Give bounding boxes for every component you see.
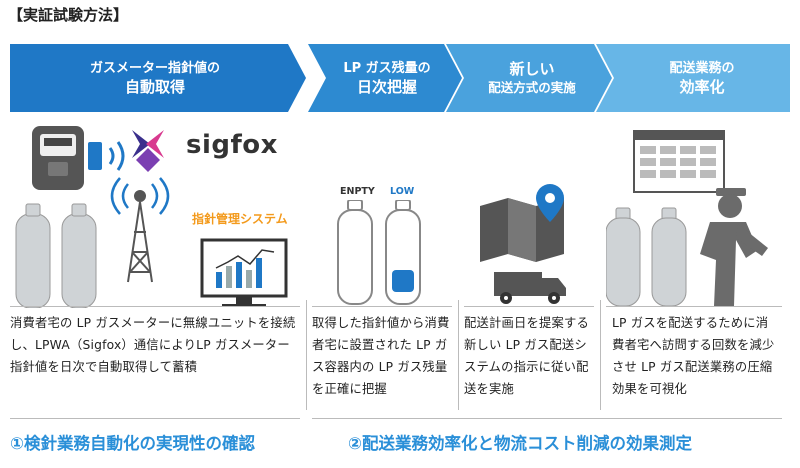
description-1: 消費者宅の LP ガスメーターに無線ユニットを接続し、LPWA（Sigfox）通… xyxy=(10,316,296,374)
step-3: 新しい 配送方式の実施 xyxy=(462,44,602,112)
gas-cylinder-icon xyxy=(15,203,97,308)
step4-arrow xyxy=(596,44,790,112)
divider xyxy=(10,306,300,307)
divider xyxy=(312,306,452,307)
map-icon xyxy=(480,198,564,262)
sigfox-logo-icon xyxy=(132,130,164,172)
wireless-unit-icon xyxy=(88,142,102,170)
page-title: 【実証試験方法】 xyxy=(8,6,129,24)
empty-label: ENPTY xyxy=(340,186,375,197)
meter-illustration xyxy=(15,126,288,308)
gas-meter-icon xyxy=(32,126,84,190)
divider xyxy=(606,306,782,307)
step-3-line1: 新しい xyxy=(509,60,555,78)
flow-arrows xyxy=(10,44,790,112)
step-4-line1: 配送業務の xyxy=(669,60,735,76)
sigfox-brand: sigfox xyxy=(186,130,278,160)
description-3: 配送計画日を提案する新しい LP ガス配送システムの指示に従い配送を実施 xyxy=(464,316,589,396)
gas-cylinder-icon xyxy=(606,207,687,306)
monitor-chart-icon xyxy=(200,238,288,307)
step3-arrow xyxy=(446,44,612,112)
empty-cylinder-icon xyxy=(337,200,373,305)
divider xyxy=(10,418,300,419)
efficiency-illustration xyxy=(606,130,768,306)
step-1: ガスメーター指針値の 自動取得 xyxy=(10,44,300,112)
step-2-line2: 日次把握 xyxy=(356,77,417,96)
step2-arrow xyxy=(308,44,462,112)
radio-tower-icon xyxy=(110,177,170,283)
divider xyxy=(600,300,601,410)
description-2: 取得した指針値から消費者宅に設置された LP ガス容器内の LP ガス残量を正確… xyxy=(312,316,450,396)
process-flow: ガスメーター指針値の 自動取得 LP ガス残量の 日次把握 新しい 配送方式の実… xyxy=(10,44,790,112)
step-2-line1: LP ガス残量の xyxy=(343,60,431,76)
outcome-2: ②配送業務効率化と物流コスト削減の効果測定 xyxy=(348,434,692,453)
divider xyxy=(464,306,594,307)
divider xyxy=(306,300,307,410)
low-cylinder-icon xyxy=(385,200,421,305)
delivery-illustration xyxy=(480,184,566,304)
delivery-worker-icon xyxy=(700,188,768,306)
description-4: LP ガスを配送するために消費者宅へ訪問する回数を減少させ LP ガス配送業務の… xyxy=(612,316,775,396)
divider xyxy=(458,300,459,410)
step-2: LP ガス残量の 日次把握 xyxy=(322,44,452,112)
step-1-line1: ガスメーター指針値の xyxy=(89,60,220,76)
step-3-line2: 配送方式の実施 xyxy=(488,80,576,95)
calendar-icon xyxy=(633,130,725,193)
signal-waves-icon xyxy=(108,141,125,171)
location-pin-icon xyxy=(536,184,564,222)
truck-icon xyxy=(494,272,566,304)
step-4: 配送業務の 効率化 xyxy=(614,44,790,112)
step-1-line2: 自動取得 xyxy=(124,77,185,96)
step-4-line2: 効率化 xyxy=(679,77,725,96)
low-label: LOW xyxy=(390,186,415,197)
outcome-1: ①検針業務自動化の実現性の確認 xyxy=(10,434,255,453)
system-label: 指針管理システム xyxy=(192,212,288,226)
divider xyxy=(312,418,782,419)
step1-arrow xyxy=(10,44,306,112)
cylinder-level-illustration xyxy=(337,200,421,305)
